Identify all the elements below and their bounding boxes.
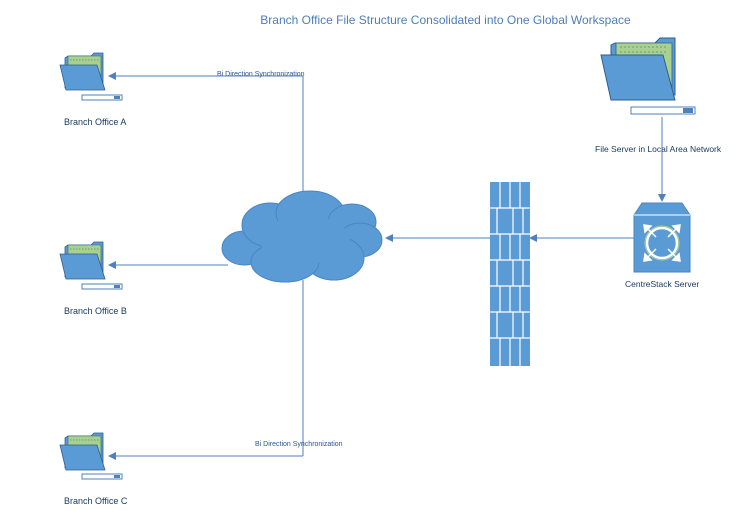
diagram-title: Branch Office File Structure Consolidate…: [260, 13, 631, 27]
branch-folder-a: [59, 52, 123, 101]
sync-label-top: Bi Direction Synchronization: [217, 71, 305, 78]
file-server-icon: [600, 37, 696, 115]
branch-office-a-label: Branch Office A: [64, 117, 127, 127]
branch-folder-c: [59, 432, 123, 480]
centrestack-label: CentreStack Server: [625, 279, 700, 289]
branch-office-b-label: Branch Office B: [64, 306, 127, 316]
branch-folder-b: [59, 241, 123, 290]
firewall-icon: [490, 182, 530, 366]
branch-office-c-label: Branch Office C: [64, 496, 128, 506]
connectors: [108, 72, 666, 460]
sync-label-bottom: Bi Direction Synchronization: [255, 441, 343, 448]
server-arrows-icon: [633, 202, 691, 273]
cloud-icon: [221, 190, 383, 283]
file-server-label: File Server in Local Area Network: [595, 144, 722, 154]
